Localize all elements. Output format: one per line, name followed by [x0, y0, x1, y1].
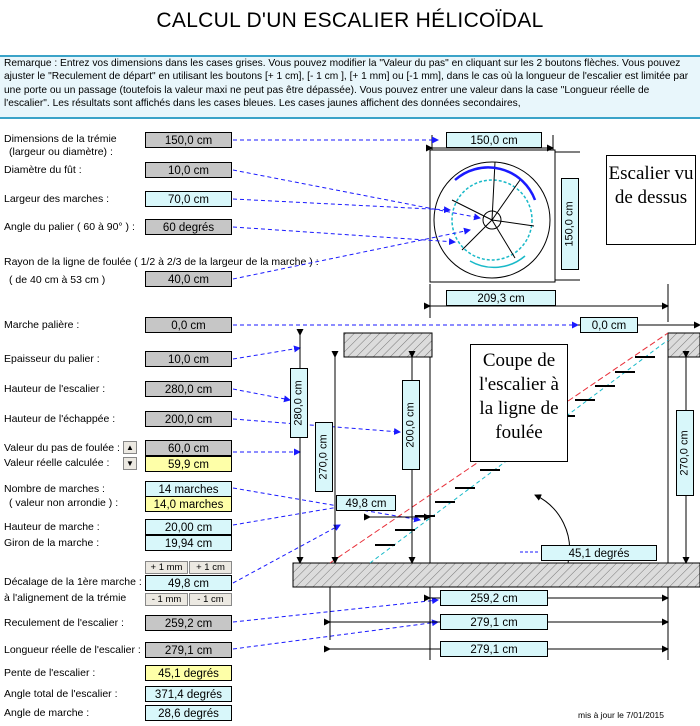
rayon-label-sub: ( de 40 cm à 53 cm ) [9, 274, 106, 286]
pente-value: 45,1 degrés [145, 665, 232, 681]
diagram-span-width: 209,3 cm [446, 290, 556, 306]
tremie-label: Dimensions de la trémie [4, 133, 117, 145]
angle-total-label: Angle total de l'escalier : [4, 688, 118, 700]
diagram-top-height: 150,0 cm [561, 178, 579, 270]
nb-non-arrondi-value: 14,0 marches [145, 496, 232, 512]
angle-total-value: 371,4 degrés [145, 686, 232, 702]
tremie-label-sub: (largeur ou diamètre) : [9, 146, 113, 158]
diagram-palier-value: 0,0 cm [580, 317, 638, 333]
decalage-label-sub: à l'alignement de la trémie [4, 592, 127, 604]
hauteur-marche-label: Hauteur de marche : [4, 521, 100, 533]
largeur-value: 70,0 cm [145, 191, 232, 207]
diagram-longueur-2: 279,1 cm [440, 641, 548, 657]
pas-label: Valeur du pas de foulée : [4, 442, 120, 454]
hauteur-input[interactable]: 280,0 cm [145, 381, 232, 397]
diagram-longueur-1: 279,1 cm [440, 614, 548, 630]
marche-paliere-label: Marche palière : [4, 319, 80, 331]
rayon-label: Rayon de la ligne de foulée ( 1/2 à 2/3 … [4, 256, 319, 268]
fut-input[interactable]: 10,0 cm [145, 162, 232, 178]
pas-up-button[interactable]: ▲ [123, 441, 137, 454]
plus-1mm-button[interactable]: + 1 mm [145, 561, 188, 574]
remark-text: Remarque : Entrez vos dimensions dans le… [0, 55, 700, 119]
giron-value: 19,94 cm [145, 535, 232, 551]
reculement-input[interactable]: 259,2 cm [145, 615, 232, 631]
minus-1cm-button[interactable]: - 1 cm [189, 593, 232, 606]
marche-paliere-input[interactable]: 0,0 cm [145, 317, 232, 333]
footer-update: mis à jour le 7/01/2015 [578, 710, 664, 720]
diagram-angle: 45,1 degrés [541, 545, 657, 561]
plus-1cm-button[interactable]: + 1 cm [189, 561, 232, 574]
diagram-offset: 49,8 cm [336, 495, 396, 511]
pente-label: Pente de l'escalier : [4, 667, 96, 679]
angle-marche-label: Angle de marche : [4, 707, 90, 719]
diagram-h200: 200,0 cm [402, 380, 420, 470]
echappee-label: Hauteur de l'échappée : [4, 413, 116, 425]
hauteur-label: Hauteur de l'escalier : [4, 383, 106, 395]
echappee-input[interactable]: 200,0 cm [145, 411, 232, 427]
diagram-h270-right: 270,0 cm [676, 410, 694, 496]
pas-input[interactable]: 60,0 cm [145, 440, 232, 456]
hauteur-marche-value: 20,00 cm [145, 519, 232, 535]
reelle-value: 59,9 cm [145, 456, 232, 472]
diagram-top-width: 150,0 cm [446, 132, 542, 148]
rayon-input[interactable]: 40,0 cm [145, 271, 232, 287]
section-view [292, 332, 700, 588]
reelle-label: Valeur réelle calculée : [4, 457, 110, 469]
angle-palier-label: Angle du palier ( 60 à 90° ) : [4, 221, 135, 233]
minus-1mm-button[interactable]: - 1 mm [145, 593, 188, 606]
page-title: CALCUL D'UN ESCALIER HÉLICOÏDAL [156, 9, 544, 32]
longueur-label: Longueur réelle de l'escalier : [4, 644, 141, 656]
epaisseur-label: Epaisseur du palier : [4, 353, 100, 365]
pas-down-button[interactable]: ▼ [123, 457, 137, 470]
decalage-label: Décalage de la 1ère marche : [4, 576, 142, 588]
diagram-h270-left: 270,0 cm [315, 422, 333, 492]
angle-palier-input[interactable]: 60 degrés [145, 219, 232, 235]
diagram-h280: 280,0 cm [290, 368, 308, 438]
largeur-label: Largeur des marches : [4, 193, 110, 205]
angle-marche-value: 28,6 degrés [145, 705, 232, 721]
fut-label: Diamètre du fût : [4, 164, 82, 176]
top-view-caption: Escalier vu de dessus [606, 155, 696, 245]
nb-non-arrondi-label: ( valeur non arrondie ) : [9, 497, 119, 509]
diagram-reculement: 259,2 cm [440, 590, 548, 606]
epaisseur-input[interactable]: 10,0 cm [145, 351, 232, 367]
decalage-value: 49,8 cm [145, 575, 232, 591]
reculement-label: Reculement de l'escalier : [4, 617, 124, 629]
top-view [426, 135, 580, 283]
longueur-input[interactable]: 279,1 cm [145, 642, 232, 658]
nb-marches-label: Nombre de marches : [4, 483, 105, 495]
section-caption: Coupe de l'escalier à la ligne de foulée [470, 344, 568, 462]
tremie-input[interactable]: 150,0 cm [145, 132, 232, 148]
giron-label: Giron de la marche : [4, 537, 100, 549]
